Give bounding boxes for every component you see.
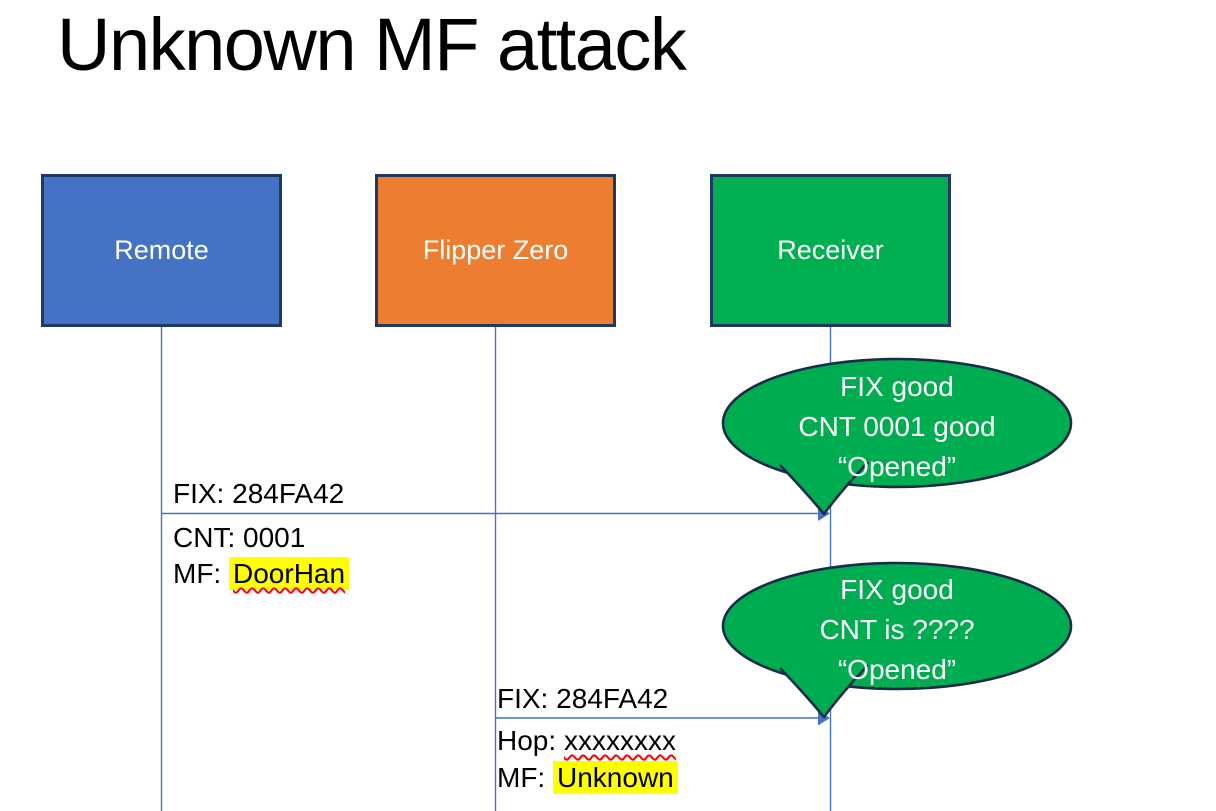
message-1-mf-label: MF: DoorHan [173, 557, 350, 590]
callout-1-text: FIX good CNT 0001 good “Opened” [723, 367, 1071, 487]
message-1-mf-prefix: MF: [173, 558, 229, 589]
callout-1-line-1: FIX good [840, 371, 954, 402]
actor-box-receiver: Receiver [710, 174, 951, 327]
callout-2-line-3: “Opened” [837, 654, 957, 685]
message-2-mf-label: MF: Unknown [497, 761, 678, 794]
callout-2-line-2: CNT is ???? [819, 614, 975, 645]
actor-label-receiver: Receiver [777, 235, 884, 265]
callout-2-tail [779, 664, 869, 719]
message-2-mf-value-highlighted: Unknown [553, 761, 678, 794]
actor-box-flipper-zero: Flipper Zero [375, 174, 616, 327]
callout-2-line-1: FIX good [840, 574, 954, 605]
message-2-fix-label: FIX: 284FA42 [497, 683, 669, 714]
callout-1-line-3: “Opened” [837, 451, 957, 482]
actor-label-flipper-zero: Flipper Zero [422, 235, 569, 265]
callout-2-text: FIX good CNT is ???? “Opened” [723, 570, 1071, 690]
message-1-fix-label: FIX: 284FA42 [173, 478, 345, 509]
callout-2-bubble [721, 561, 1073, 691]
message-1-cnt-label: CNT: 0001 [173, 522, 306, 553]
callout-1-bubble [721, 357, 1073, 489]
message-2-hop-label: Hop: xxxxxxxx [497, 724, 676, 757]
slide-title: Unknown MF attack [57, 3, 687, 86]
message-2-mf-prefix: MF: [497, 762, 553, 793]
message-2-hop-value: xxxxxxxx [563, 725, 676, 756]
callout-1-tail [779, 461, 869, 516]
message-1-mf-value-highlighted: DoorHan [229, 557, 350, 590]
actor-box-remote: Remote [41, 174, 282, 327]
callout-1-line-2: CNT 0001 good [798, 411, 996, 442]
actor-label-remote: Remote [114, 235, 209, 265]
message-2-hop-prefix: Hop: [497, 725, 564, 756]
